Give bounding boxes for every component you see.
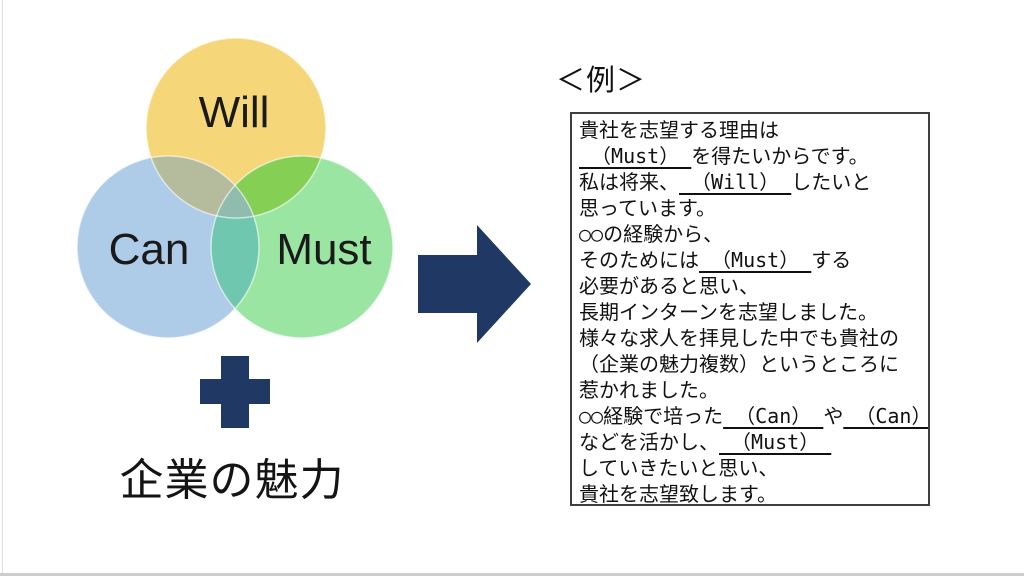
text-line: していきたいと思い、 [579, 455, 922, 481]
venn-outline-will [145, 37, 327, 219]
text-segment: する [811, 248, 852, 272]
text-line: 貴社を志望致します。 [579, 481, 922, 506]
text-segment: 必要があると思い、 [579, 274, 759, 298]
venn-outline-can [76, 155, 260, 339]
text-line: などを活かし、 （Must） [579, 429, 922, 455]
text-line: ○○経験で培った （Can） や （Can） [579, 403, 928, 429]
text-segment: 私は将来、 [579, 170, 679, 194]
text-line: 惹かれました。 [579, 377, 922, 403]
example-title: ＜例＞ [556, 65, 647, 97]
text-segment: したいと [791, 170, 872, 194]
blank-fill-underlined: （Must） [579, 144, 692, 168]
blank-fill-underlined: （Must） [719, 430, 832, 454]
blank-fill-underlined: （Must） [699, 248, 812, 272]
text-segment: や [823, 404, 844, 428]
example-box: 貴社を志望する理由は （Must） を得たいからです。私は将来、 （Will） … [570, 112, 930, 506]
text-line: ○○の経験から、 [579, 221, 922, 247]
text-segment: （企業の魅力複数）というところに [579, 352, 899, 376]
text-line: 様々な求人を拝見した中でも貴社の [579, 325, 922, 351]
plus-icon [200, 356, 270, 428]
text-segment: 貴社を志望致します。 [579, 482, 777, 506]
text-segment: していきたいと思い、 [579, 456, 779, 480]
venn-overlap-will-can [146, 156, 259, 218]
blank-fill-underlined: （Can） [723, 404, 824, 428]
text-line: 私は将来、 （Will） したいと [579, 169, 922, 195]
text-segment: などを活かし、 [579, 430, 719, 454]
venn-overlap-will-must [211, 156, 326, 218]
text-segment: ○○経験で培った [579, 404, 724, 428]
left-edge-line [2, 0, 3, 573]
caption-company-appeal: 企業の魅力 [119, 456, 345, 505]
text-segment: そのためには [579, 248, 699, 272]
text-line: そのためには （Must） する [579, 247, 922, 273]
bottom-edge-bar [0, 573, 1024, 576]
text-segment: 惹かれました。 [579, 378, 719, 402]
text-line: 必要があると思い、 [579, 273, 922, 299]
text-segment: 長期インターンを志望しました。 [579, 300, 878, 324]
text-segment: ○○の経験から、 [579, 222, 724, 246]
text-segment: 思っています。 [579, 196, 716, 220]
text-segment: を得たいからです。 [691, 144, 869, 168]
text-line: （企業の魅力複数）というところに [579, 351, 922, 377]
blank-fill-underlined: （Will） [679, 170, 792, 194]
text-line: 長期インターンを志望しました。 [579, 299, 922, 325]
text-line: 思っています。 [579, 195, 922, 221]
text-segment: 貴社を志望する理由は [579, 118, 779, 142]
blank-fill-underlined: （Can） [855, 404, 930, 428]
venn-label-can: Can [109, 225, 190, 274]
venn-label-will: Will [199, 88, 270, 137]
text-line: 貴社を志望する理由は [579, 117, 922, 143]
text-line: （Must） を得たいからです。 [579, 143, 922, 169]
arrow-right-icon [418, 225, 531, 343]
text-segment: 様々な求人を拝見した中でも貴社の [579, 326, 899, 350]
venn-label-must: Must [276, 225, 371, 274]
venn-outline-must [210, 155, 394, 339]
